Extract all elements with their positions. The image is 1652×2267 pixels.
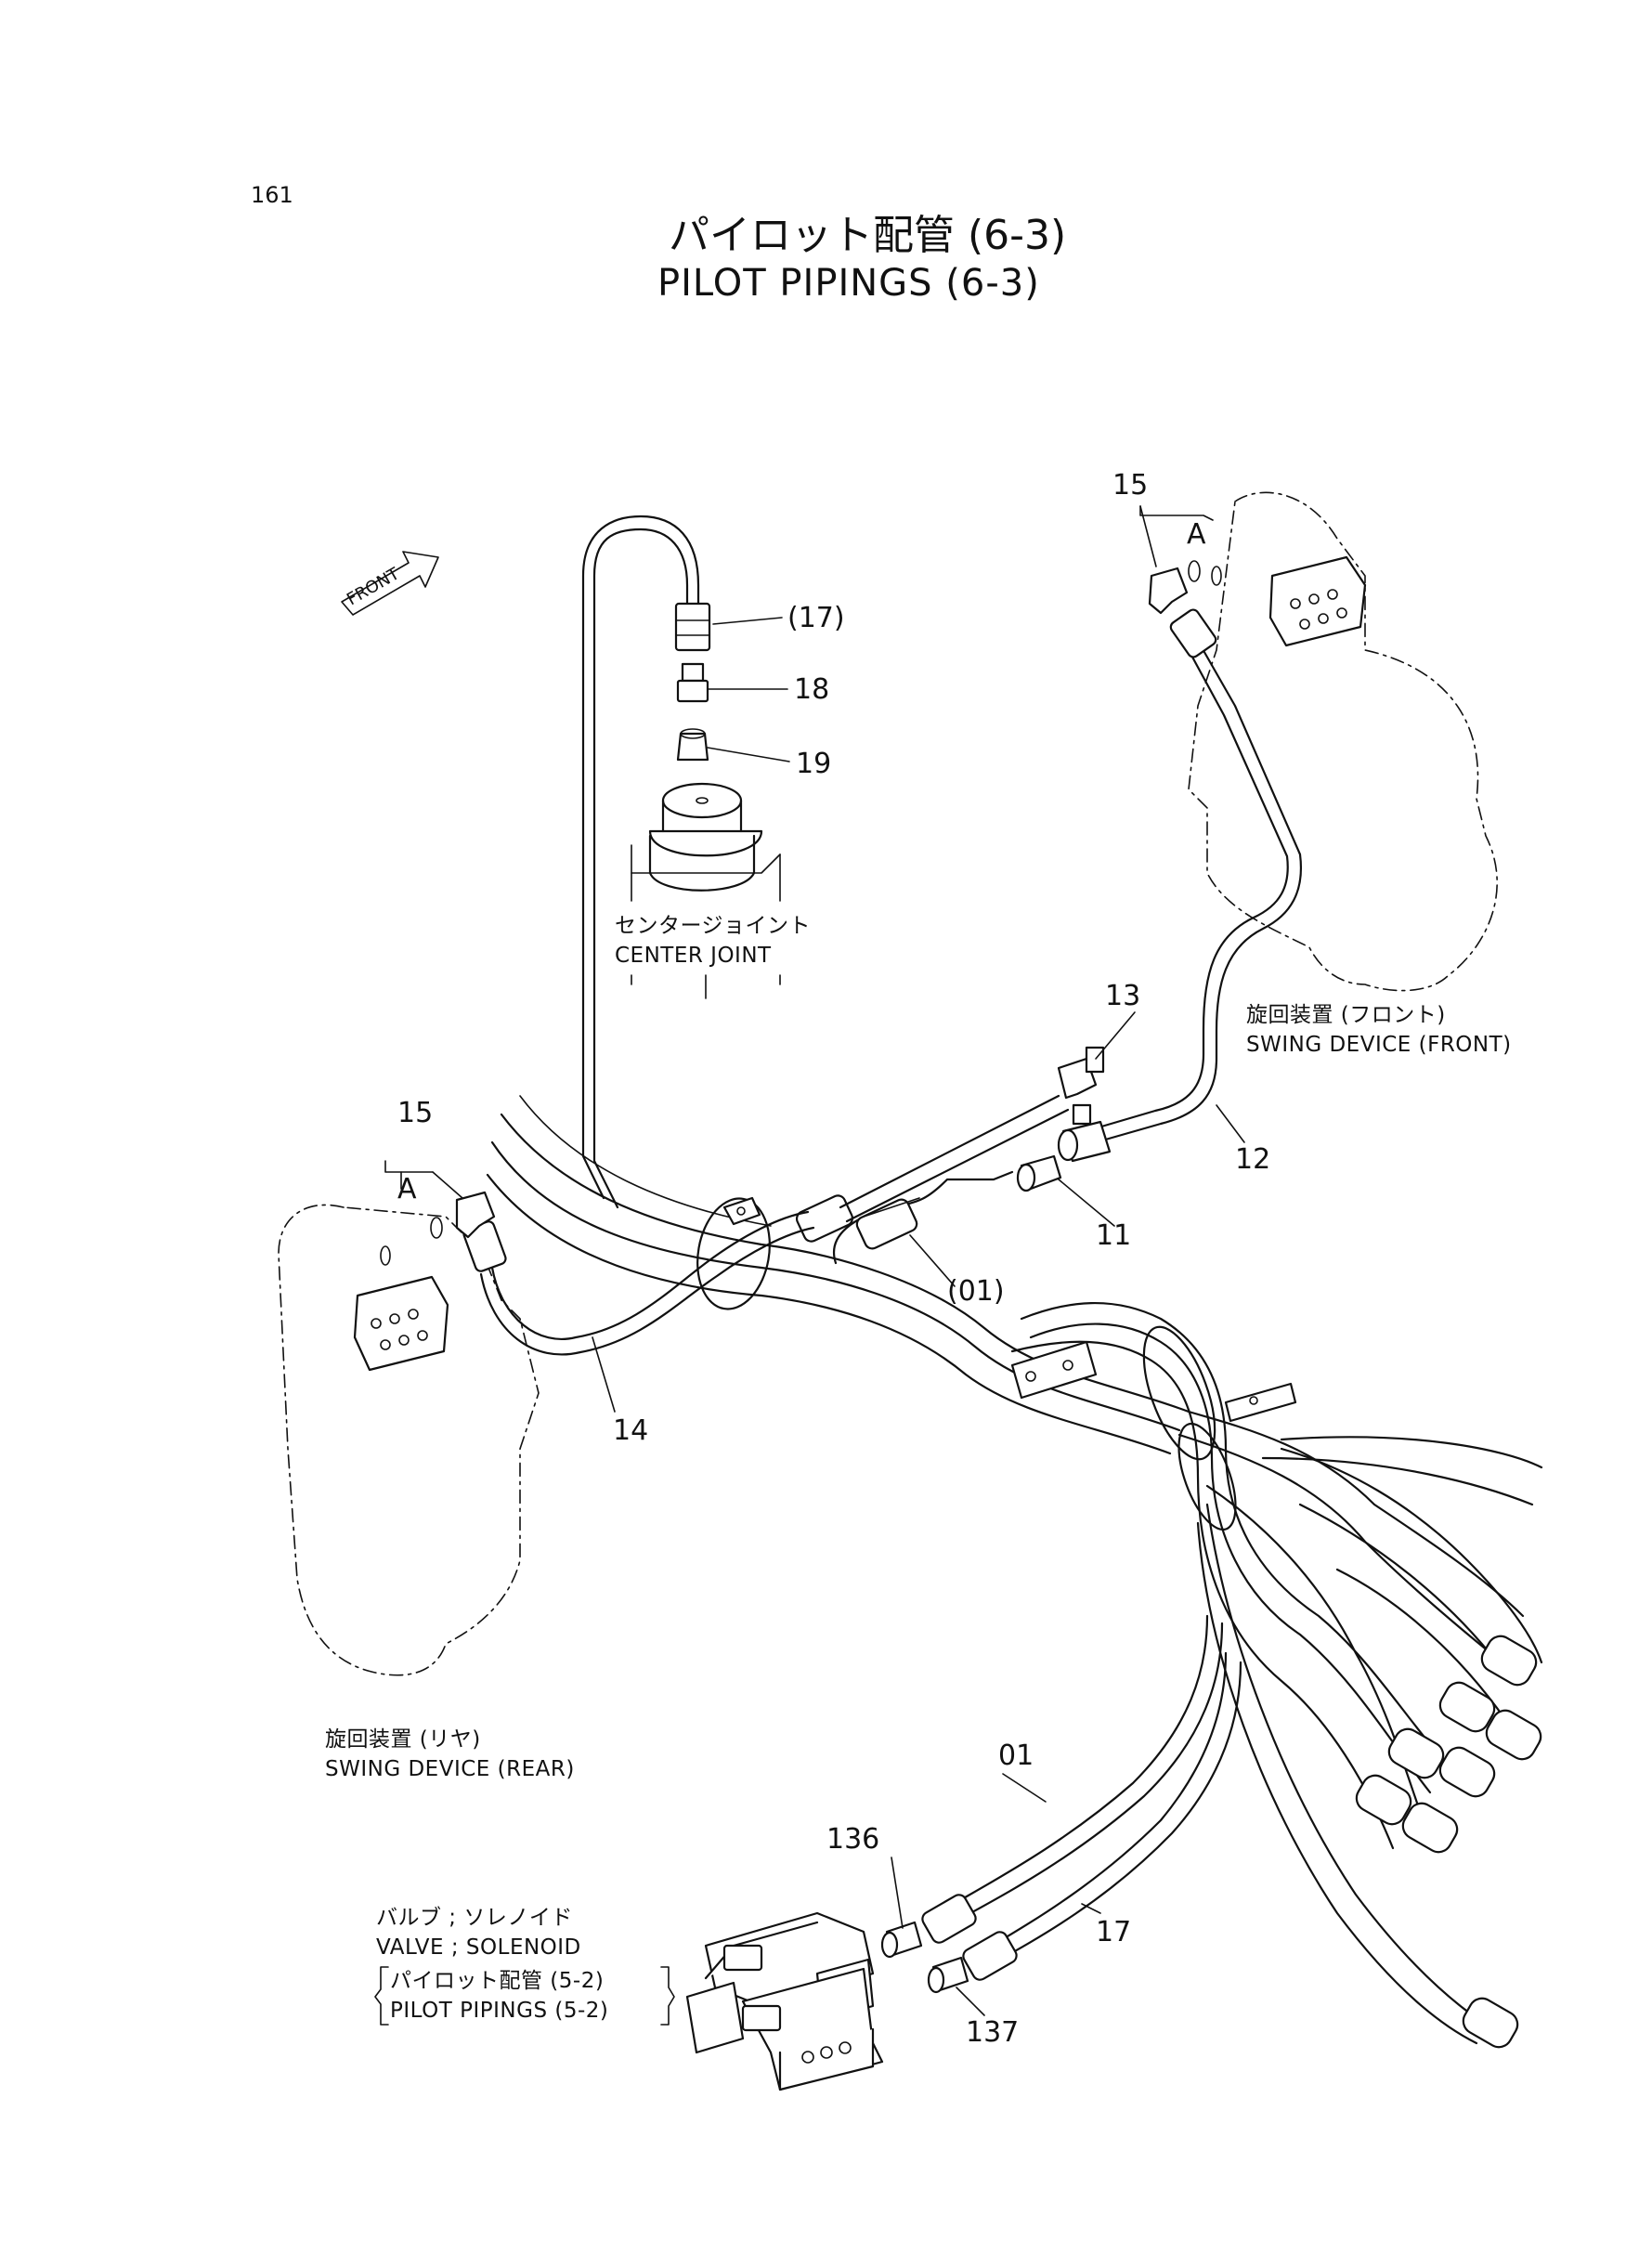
swing-device-rear	[278, 1204, 540, 1676]
label-part-17-ref: (17)	[787, 602, 845, 634]
fitting-15-rear	[384, 1160, 496, 1239]
pipe-12-tee-fitting	[1057, 1103, 1112, 1163]
caption-swing-front-en: SWING DEVICE (FRONT)	[1246, 1033, 1512, 1057]
label-part-01-ref: (01)	[947, 1275, 1005, 1308]
fitting-18-adapter	[676, 662, 709, 703]
title-japanese: パイロット配管 (6-3)	[669, 212, 1066, 259]
fitting-137	[927, 1956, 969, 1994]
label-part-12: 12	[1235, 1143, 1270, 1176]
front-arrow: FRONT	[341, 551, 439, 616]
caption-ref-en: PILOT PIPINGS (5-2)	[390, 1999, 608, 2023]
fitting-17-nut	[674, 602, 711, 652]
bundle-bracket	[1010, 1340, 1297, 1423]
fitting-15-front	[1139, 505, 1214, 615]
fitting-13	[1057, 1046, 1105, 1100]
hose-14	[462, 1210, 815, 1356]
pipe-17-long	[581, 515, 700, 1209]
title-english: PILOT PIPINGS (6-3)	[657, 262, 1040, 305]
hose-01-ref	[833, 1170, 1014, 1265]
bundle-clamp-left	[696, 1197, 771, 1310]
swing-device-front	[1188, 491, 1498, 992]
center-joint	[631, 782, 781, 999]
fitting-front-hose-nut	[1169, 608, 1217, 658]
label-part-15-rear: 15	[397, 1097, 433, 1129]
fitting-11	[1016, 1154, 1062, 1192]
leader-lines	[592, 617, 1245, 2016]
bundle-clip	[722, 1196, 761, 1226]
caption-valve-en: VALVE ; SOLENOID	[376, 1935, 581, 1960]
label-part-13: 13	[1105, 980, 1140, 1012]
label-part-19: 19	[796, 748, 831, 780]
solenoid-valve	[685, 1911, 884, 2091]
hose-bundle	[486, 1095, 1543, 2045]
coupling-mid	[795, 1094, 1070, 1243]
fitting-136	[880, 1921, 923, 1959]
caption-swing-front-jp: 旋回装置 (フロント)	[1246, 1003, 1446, 1027]
label-part-137: 137	[966, 2016, 1019, 2049]
hose-01	[921, 1614, 1224, 1944]
bundle-clamp-right	[1142, 1325, 1237, 1531]
caption-center-joint-jp: センタージョイント	[615, 914, 811, 938]
hose-17	[962, 1651, 1242, 1981]
caption-swing-rear-jp: 旋回装置 (リヤ)	[325, 1727, 481, 1752]
swing-front-port-block	[1268, 555, 1367, 647]
caption-valve-jp: バルブ ; ソレノイド	[376, 1906, 573, 1930]
label-part-11: 11	[1096, 1219, 1131, 1252]
pipe-12	[1090, 639, 1302, 1144]
label-detail-a-rear: A	[397, 1173, 417, 1205]
reference-bracket	[374, 1966, 675, 2026]
label-part-17: 17	[1096, 1916, 1131, 1948]
page-number: 161	[251, 182, 293, 208]
caption-swing-rear-en: SWING DEVICE (REAR)	[325, 1757, 575, 1781]
label-part-136: 136	[826, 1823, 879, 1856]
swing-rear-port-block	[353, 1275, 449, 1372]
label-part-01: 01	[998, 1739, 1034, 1772]
caption-ref-jp: パイロット配管 (5-2)	[390, 1969, 604, 1993]
caption-center-joint-en: CENTER JOINT	[615, 944, 772, 968]
label-part-18: 18	[794, 673, 829, 706]
label-detail-a-front: A	[1187, 518, 1206, 551]
hose-ends	[1355, 1635, 1542, 2049]
label-part-15-front: 15	[1112, 469, 1148, 502]
fitting-19-adapter	[676, 728, 709, 762]
label-part-14: 14	[613, 1414, 648, 1447]
